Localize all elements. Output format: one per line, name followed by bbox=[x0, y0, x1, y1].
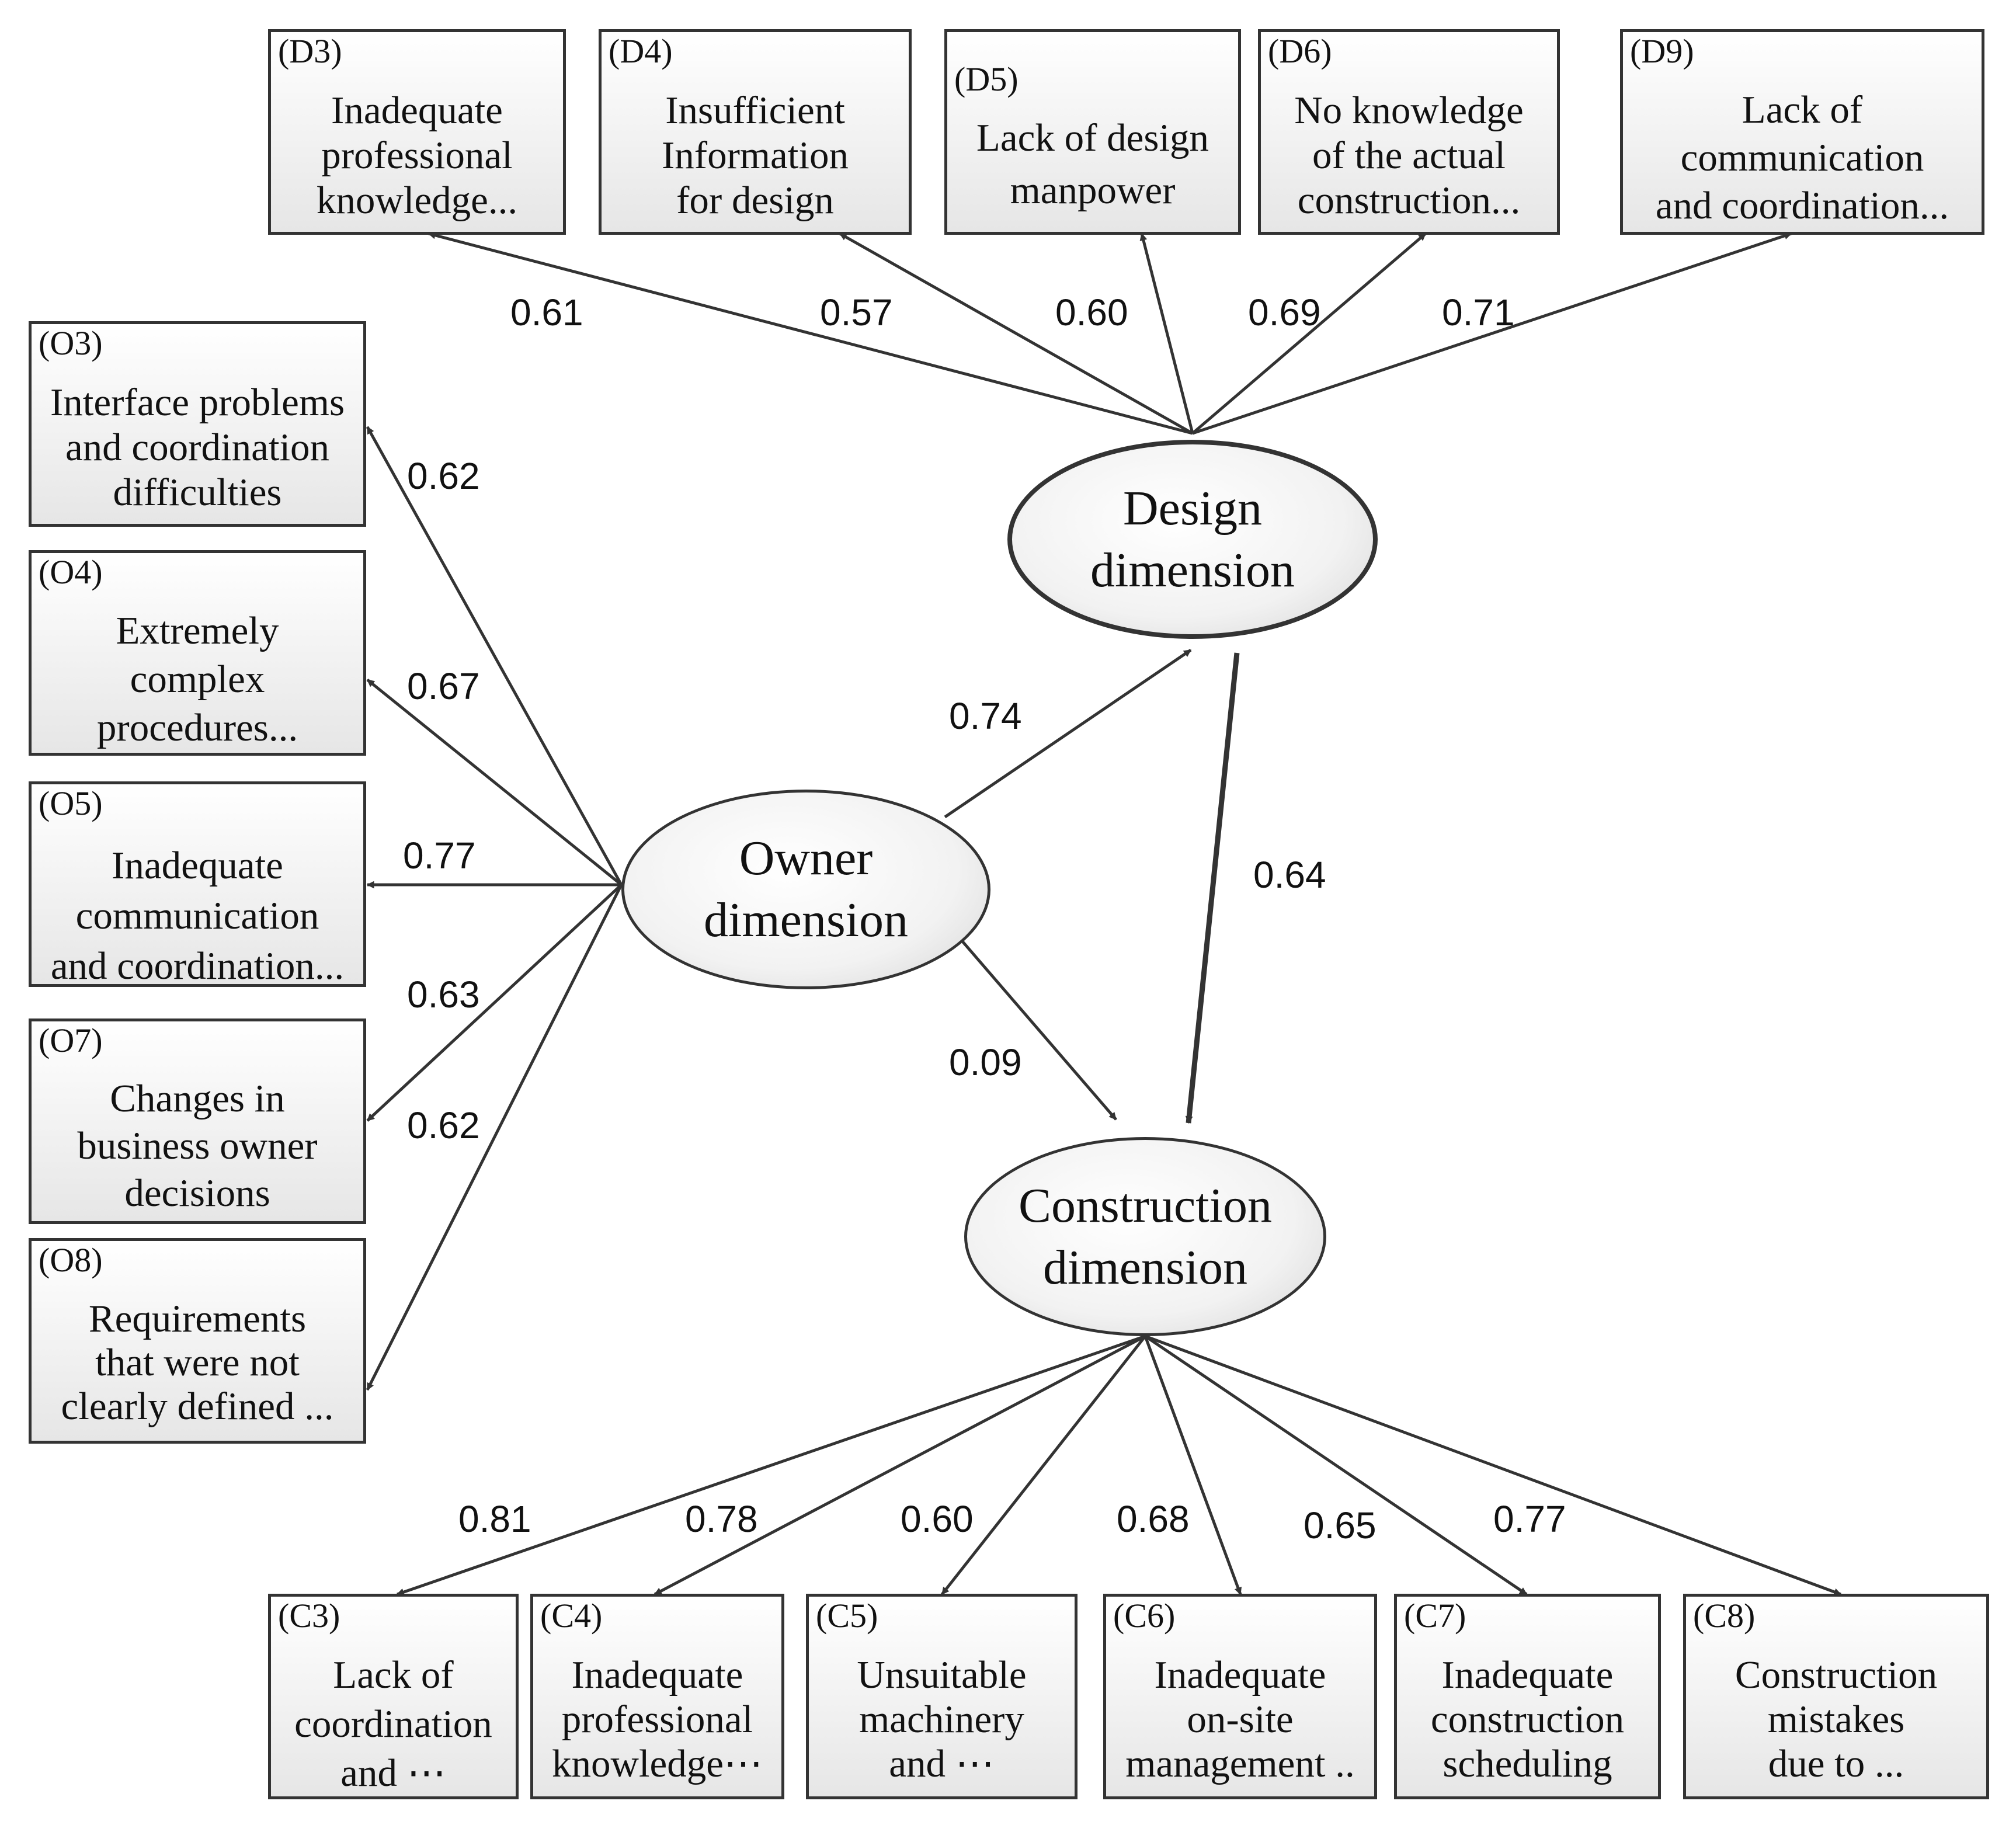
indicator-c3-box: (C3) Lack of coordination and ⋯ bbox=[268, 1594, 519, 1799]
coefficient-d6: 0.69 bbox=[1248, 291, 1321, 333]
design-dimension-ellipse: Design dimension bbox=[1007, 440, 1378, 639]
indicator-label: Changes in business owner decisions bbox=[77, 1077, 318, 1215]
coefficient-c4: 0.78 bbox=[685, 1498, 758, 1540]
coefficient-c3: 0.81 bbox=[458, 1498, 531, 1540]
coefficient-c5: 0.60 bbox=[901, 1498, 974, 1540]
arrow-owner-o8 bbox=[366, 884, 623, 1391]
indicator-label: Lack of coordination and ⋯ bbox=[294, 1653, 492, 1795]
indicator-code: (O8) bbox=[39, 1241, 103, 1279]
arrow-construction-c3 bbox=[396, 1334, 1146, 1596]
indicator-c8-box: (C8) Construction mistakes due to ... bbox=[1683, 1594, 1989, 1799]
coefficient-d5: 0.60 bbox=[1055, 291, 1128, 333]
indicator-label: Inadequate professional knowledge⋯ bbox=[552, 1653, 763, 1785]
indicator-c5-box: (C5) Unsuitable machinery and ⋯ bbox=[806, 1594, 1077, 1799]
arrow-design-construction bbox=[1185, 652, 1240, 1124]
indicator-label: Construction mistakes due to ... bbox=[1735, 1653, 1938, 1785]
indicator-code: (C7) bbox=[1404, 1597, 1466, 1635]
indicator-o4-box: (O4) Extremely complex procedures... bbox=[29, 550, 366, 756]
indicator-code: (O7) bbox=[39, 1021, 103, 1059]
indicator-label: Lack of design manpower bbox=[976, 116, 1209, 212]
coefficient-c8: 0.77 bbox=[1493, 1498, 1566, 1540]
arrow-owner-o3 bbox=[366, 426, 623, 886]
arrow-design-d9 bbox=[1192, 232, 1792, 435]
indicator-label: Extremely complex procedures... bbox=[96, 609, 298, 749]
arrow-construction-c6 bbox=[1143, 1336, 1242, 1595]
indicator-code: (C4) bbox=[540, 1597, 603, 1635]
indicator-o7-box: (O7) Changes in business owner decisions bbox=[29, 1018, 366, 1224]
indicator-code: (D3) bbox=[278, 32, 342, 70]
coefficient-o7: 0.63 bbox=[407, 974, 480, 1016]
arrow-design-d6 bbox=[1191, 232, 1427, 434]
coefficient-d9: 0.71 bbox=[1442, 291, 1515, 333]
indicator-label: No knowledge of the actual construction.… bbox=[1294, 89, 1524, 222]
indicator-label: Interface problems and coordination diff… bbox=[50, 381, 345, 514]
construction-dimension-ellipse: Construction dimension bbox=[964, 1137, 1326, 1336]
coefficient-owner-design: 0.74 bbox=[949, 695, 1022, 737]
coefficient-o4: 0.67 bbox=[407, 665, 480, 707]
indicator-c7-box: (C7) Inadequate construction scheduling bbox=[1394, 1594, 1661, 1799]
indicator-o8-box: (O8) Requirements that were not clearly … bbox=[29, 1238, 366, 1444]
indicator-label: Inadequate on-site management .. bbox=[1125, 1653, 1355, 1785]
indicator-code: (O5) bbox=[39, 784, 103, 822]
coefficient-d4: 0.57 bbox=[820, 291, 893, 333]
indicator-code: (D4) bbox=[609, 32, 673, 70]
indicator-code: (C5) bbox=[816, 1597, 878, 1635]
indicator-code: (D6) bbox=[1268, 32, 1332, 70]
arrow-design-d5 bbox=[1139, 232, 1194, 434]
indicator-code: (O4) bbox=[39, 553, 103, 591]
indicator-d4-box: (D4) Insufficient Information for design bbox=[599, 29, 912, 235]
coefficient-d3: 0.61 bbox=[510, 291, 583, 333]
arrow-construction-c4 bbox=[654, 1334, 1146, 1596]
indicator-c6-box: (C6) Inadequate on-site management .. bbox=[1103, 1594, 1377, 1799]
indicator-code: (O3) bbox=[39, 324, 103, 362]
indicator-d6-box: (D6) No knowledge of the actual construc… bbox=[1258, 29, 1560, 235]
indicator-c4-box: (C4) Inadequate professional knowledge⋯ bbox=[530, 1594, 784, 1799]
arrow-owner-construction bbox=[961, 940, 1117, 1121]
indicator-d3-box: (D3) Inadequate professional knowledge..… bbox=[268, 29, 566, 235]
arrow-construction-c7 bbox=[1144, 1334, 1528, 1596]
arrow-owner-o7 bbox=[366, 884, 623, 1122]
indicator-code: (C3) bbox=[278, 1597, 340, 1635]
coefficient-o5: 0.77 bbox=[403, 835, 476, 877]
arrow-design-d3 bbox=[427, 231, 1193, 435]
indicator-code: (C6) bbox=[1113, 1597, 1176, 1635]
indicator-code: (D9) bbox=[1630, 32, 1694, 70]
arrow-owner-design bbox=[944, 648, 1192, 819]
owner-dimension-ellipse: Owner dimension bbox=[621, 790, 990, 989]
indicator-code: (C8) bbox=[1693, 1597, 1756, 1635]
indicator-d5-box: (D5) Lack of design manpower bbox=[944, 29, 1241, 235]
coefficient-c6: 0.68 bbox=[1117, 1498, 1190, 1540]
indicator-o3-box: (O3) Interface problems and coordination… bbox=[29, 321, 366, 527]
arrow-design-d4 bbox=[839, 232, 1194, 435]
arrow-owner-o4 bbox=[366, 679, 623, 886]
indicator-label: Inadequate construction scheduling bbox=[1430, 1653, 1625, 1785]
indicator-label: Requirements that were not clearly defin… bbox=[61, 1297, 334, 1428]
arrow-construction-c8 bbox=[1145, 1334, 1842, 1596]
coefficient-o3: 0.62 bbox=[407, 455, 480, 497]
coefficient-o8: 0.62 bbox=[407, 1104, 480, 1146]
indicator-label: Insufficient Information for design bbox=[661, 89, 849, 222]
coefficient-c7: 0.65 bbox=[1304, 1504, 1377, 1546]
indicator-d9-box: (D9) Lack of communication and coordinat… bbox=[1620, 29, 1984, 235]
indicator-o5-box: (O5) Inadequate communication and coordi… bbox=[29, 781, 366, 988]
indicator-label: Lack of communication and coordination..… bbox=[1655, 88, 1949, 227]
indicator-label: Inadequate professional knowledge... bbox=[316, 89, 518, 222]
indicator-label: Inadequate communication and coordinatio… bbox=[50, 844, 345, 988]
arrow-construction-c5 bbox=[941, 1335, 1146, 1595]
indicator-code: (D5) bbox=[954, 60, 1019, 98]
indicator-label: Unsuitable machinery and ⋯ bbox=[857, 1653, 1027, 1785]
coefficient-owner-construction: 0.09 bbox=[949, 1041, 1022, 1083]
coefficient-design-construction: 0.64 bbox=[1253, 854, 1326, 896]
